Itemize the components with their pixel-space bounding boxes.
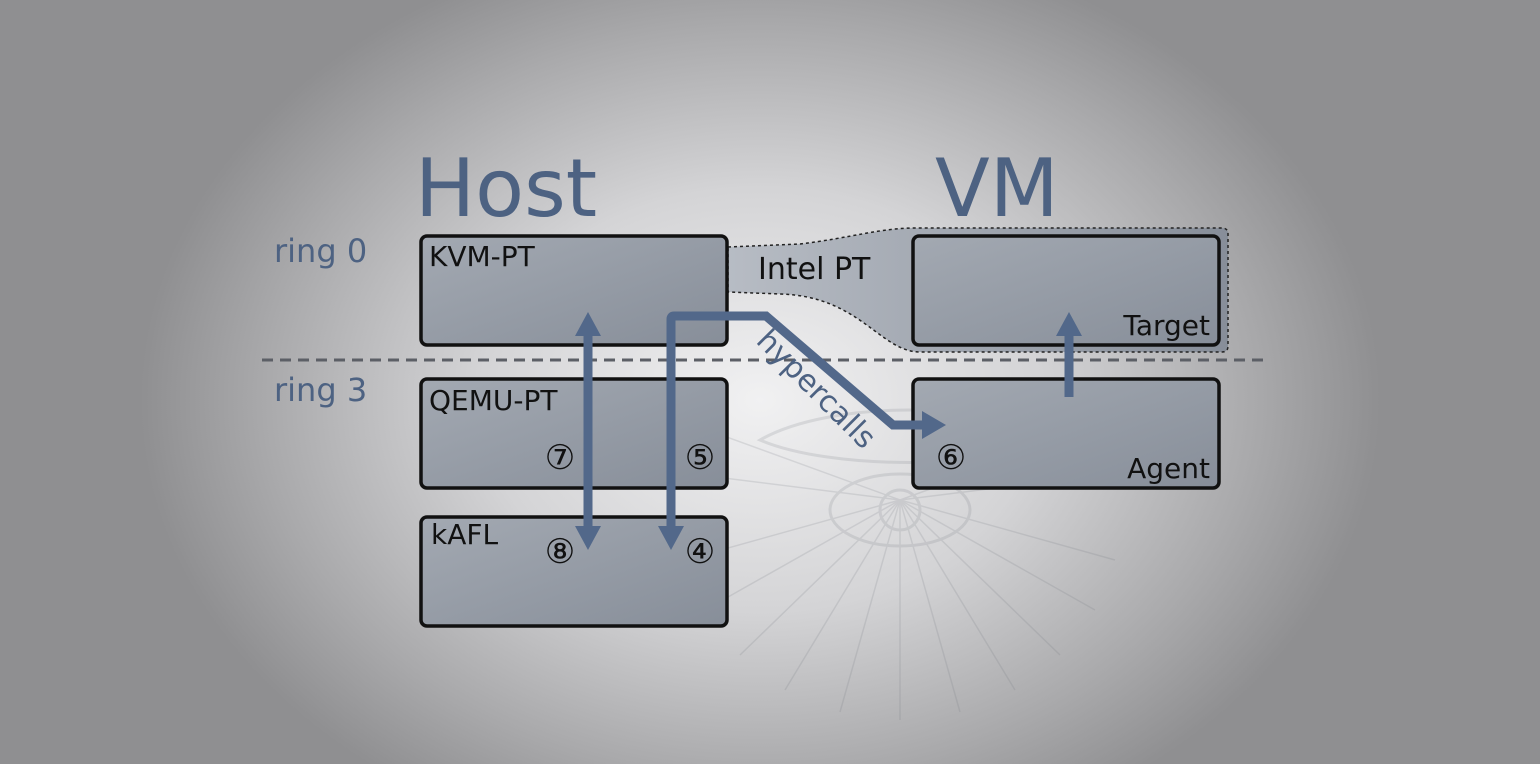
- step-7-marker: ⑦: [545, 438, 575, 478]
- kvm-pt-box: [419, 234, 729, 347]
- kafl-label: kAFL: [431, 518, 498, 551]
- arrow-up-head: [575, 312, 601, 336]
- arrow-down-head: [575, 526, 601, 550]
- vm-heading: VM: [935, 142, 1059, 235]
- step-5-marker: ⑤: [685, 438, 715, 478]
- kvm-pt-label: KVM-PT: [429, 240, 536, 273]
- host-heading: Host: [415, 142, 597, 235]
- step-6-marker: ⑥: [936, 438, 966, 478]
- step-8-marker: ⑧: [545, 532, 575, 572]
- ring-3-label: ring 3: [274, 371, 367, 409]
- hypercall-down-head: [658, 526, 684, 550]
- intel-pt-label: Intel PT: [758, 252, 871, 287]
- agent-to-target-arrow-head: [1056, 312, 1082, 336]
- hypercall-path: [666, 311, 925, 528]
- qemu-pt-box: [419, 377, 729, 490]
- ring-0-label: ring 0: [274, 232, 367, 270]
- target-label: Target: [1122, 309, 1210, 342]
- agent-label: Agent: [1127, 452, 1210, 485]
- kafl-box: [419, 515, 729, 628]
- step-4-marker: ④: [685, 532, 715, 572]
- qemu-pt-label: QEMU-PT: [429, 384, 558, 417]
- hypercall-right-head: [922, 411, 946, 439]
